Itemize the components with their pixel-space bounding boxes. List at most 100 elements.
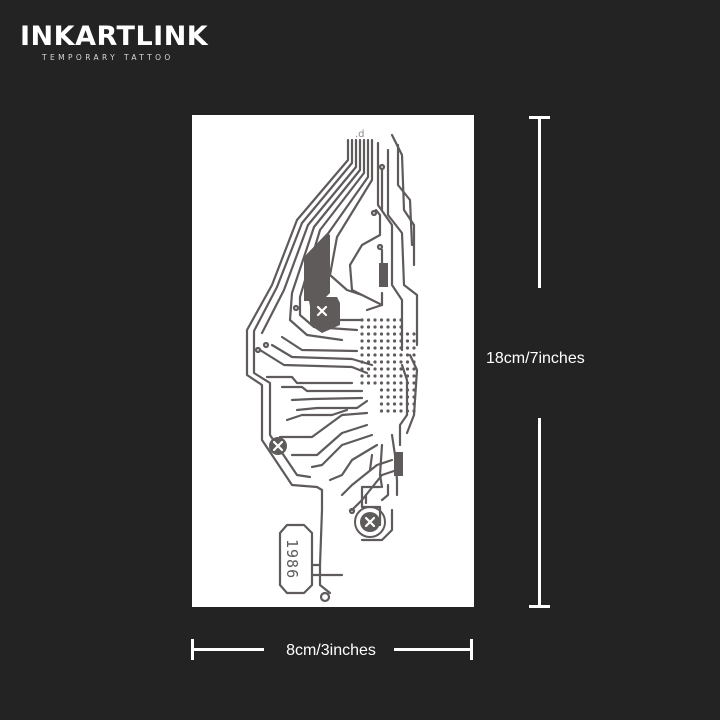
circuit-dot xyxy=(392,318,397,322)
circuit-dot xyxy=(412,388,416,392)
circuit-dot xyxy=(412,346,416,350)
circuit-dot xyxy=(366,332,371,336)
circuit-dot xyxy=(399,332,403,336)
circuit-dot xyxy=(392,360,397,364)
circuit-dot xyxy=(405,339,410,343)
circuit-dot xyxy=(405,388,410,392)
circuit-dot xyxy=(392,353,397,357)
circuit-dot xyxy=(405,346,410,350)
circuit-dot xyxy=(405,360,410,364)
circuit-dot xyxy=(379,374,384,378)
circuit-dot xyxy=(360,353,364,357)
circuit-dot xyxy=(373,346,377,350)
circuit-dot xyxy=(405,374,410,378)
circuit-dot xyxy=(405,395,410,399)
circuit-dot xyxy=(412,332,416,336)
circuit-dot xyxy=(379,409,384,413)
brand-tagline: TEMPORARY TATTOO xyxy=(42,53,174,62)
circuit-dot xyxy=(399,339,403,343)
brand-name: INKARTLINK xyxy=(20,21,209,52)
width-marker-right-cap xyxy=(470,639,473,660)
circuit-dot xyxy=(379,402,384,406)
circuit-dot xyxy=(366,360,371,364)
circuit-dot xyxy=(373,374,377,378)
circuit-dot xyxy=(412,367,416,371)
circuit-dot xyxy=(373,332,377,336)
height-marker-line-bottom xyxy=(538,418,541,608)
circuit-dot xyxy=(412,409,416,413)
height-dimension-marker xyxy=(520,116,560,608)
circuit-dot xyxy=(412,360,416,364)
circuit-dot xyxy=(373,360,377,364)
circuit-dot xyxy=(412,402,416,406)
circuit-dot xyxy=(412,395,416,399)
circuit-dot xyxy=(405,332,410,336)
circuit-dot xyxy=(399,388,403,392)
circuit-dot xyxy=(360,346,364,350)
circuit-dot xyxy=(373,325,377,329)
circuit-dot xyxy=(379,367,384,371)
circuit-dot xyxy=(386,346,390,350)
circuit-dot xyxy=(379,381,384,385)
height-marker-bottom-cap xyxy=(529,605,550,608)
circuit-dot xyxy=(412,353,416,357)
circuit-dot xyxy=(386,381,390,385)
height-marker-line-top xyxy=(538,116,541,288)
circuit-dot xyxy=(392,409,397,413)
circuit-dot xyxy=(399,318,403,322)
circuit-dot xyxy=(399,346,403,350)
circuit-dot xyxy=(366,325,371,329)
circuit-dot xyxy=(392,367,397,371)
circuit-dot xyxy=(366,339,371,343)
circuit-dot xyxy=(360,367,364,371)
circuit-dot xyxy=(399,325,403,329)
circuit-dot xyxy=(386,325,390,329)
width-marker-line-left xyxy=(191,648,264,651)
circuit-dot xyxy=(392,346,397,350)
circuit-dot xyxy=(360,360,364,364)
circuit-dot xyxy=(392,395,397,399)
circuit-dot xyxy=(386,339,390,343)
circuit-dot xyxy=(386,332,390,336)
circuit-dot xyxy=(392,381,397,385)
circuit-dot xyxy=(399,381,403,385)
circuit-tattoo-art: .d xyxy=(245,129,419,603)
circuit-dot xyxy=(412,374,416,378)
circuit-dot xyxy=(386,353,390,357)
circuit-dot xyxy=(373,318,377,322)
circuit-dot xyxy=(399,395,403,399)
circuit-dot xyxy=(412,339,416,343)
brand-logo: INKARTLINK TEMPORARY TATTOO xyxy=(20,22,230,63)
circuit-dot xyxy=(386,395,390,399)
circuit-dot xyxy=(392,339,397,343)
circuit-dot xyxy=(373,339,377,343)
circuit-dot xyxy=(360,381,364,385)
tattoo-sheet: .d 1986 xyxy=(192,115,474,607)
width-dimension-marker xyxy=(191,639,473,661)
circuit-dot xyxy=(405,409,410,413)
circuit-dot xyxy=(392,332,397,336)
circuit-dot xyxy=(373,367,377,371)
circuit-dot xyxy=(366,367,371,371)
circuit-dot xyxy=(386,360,390,364)
circuit-dot xyxy=(373,353,377,357)
circuit-dot xyxy=(399,409,403,413)
circuit-dot xyxy=(405,353,410,357)
width-marker-line-right xyxy=(394,648,473,651)
circuit-dot xyxy=(386,402,390,406)
circuit-dot xyxy=(392,388,397,392)
circuit-dot xyxy=(405,402,410,406)
circuit-dot xyxy=(386,388,390,392)
circuit-dot xyxy=(379,332,384,336)
circuit-dot xyxy=(392,402,397,406)
circuit-dot xyxy=(399,374,403,378)
circuit-dot xyxy=(379,395,384,399)
circuit-dot xyxy=(392,325,397,329)
circuit-dot xyxy=(412,381,416,385)
circuit-dot xyxy=(399,367,403,371)
circuit-dot xyxy=(379,388,384,392)
circuit-dot xyxy=(379,325,384,329)
circuit-dot xyxy=(360,325,364,329)
circuit-dot xyxy=(405,367,410,371)
circuit-dot xyxy=(360,374,364,378)
